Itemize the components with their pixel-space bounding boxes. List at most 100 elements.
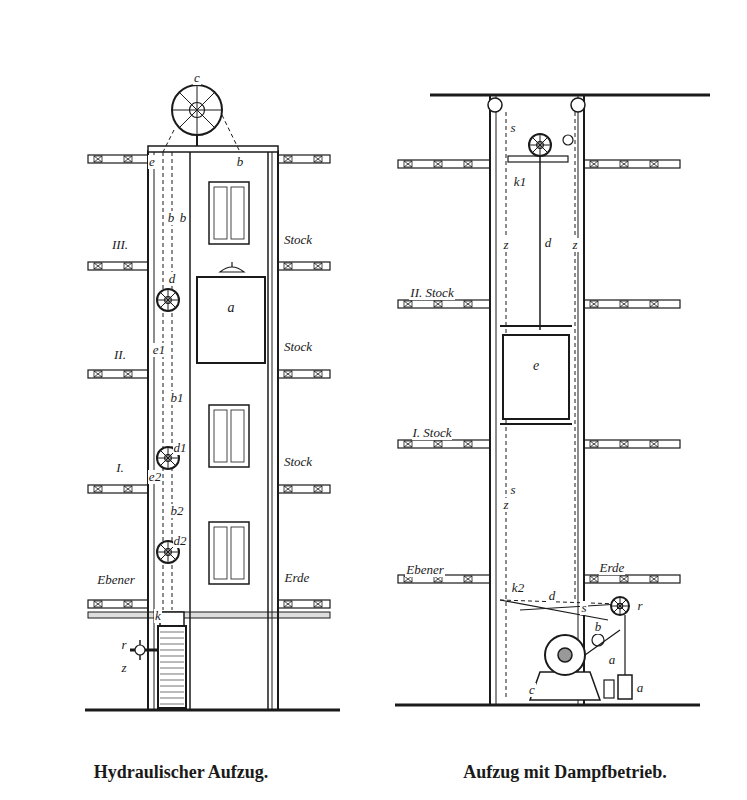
beam-joist [284, 371, 292, 377]
part-letter: s [509, 483, 516, 497]
floor-beam [278, 262, 330, 270]
part-letter: b [167, 211, 176, 225]
beam-joist [284, 156, 292, 162]
beam-joist [94, 263, 102, 269]
cylinder-hatch [160, 638, 184, 639]
beam-joist [124, 156, 132, 162]
beam-joist [464, 441, 472, 447]
beam-joist [314, 486, 322, 492]
cylinder-hatch [160, 632, 184, 633]
beam-joist [314, 486, 322, 492]
beam-joist [590, 301, 598, 307]
car-frame [500, 423, 572, 425]
beam-joist [284, 156, 292, 162]
floor-beam [278, 370, 330, 378]
beam-joist [404, 301, 412, 307]
drive-rope [520, 604, 620, 610]
beam-joist [94, 601, 102, 607]
cylinder-hatch [160, 704, 184, 705]
beam-joist [284, 371, 292, 377]
floor-label: Ebener [405, 563, 445, 577]
floor-beam [88, 600, 148, 608]
beam-joist [404, 441, 412, 447]
brake-weight [563, 135, 573, 145]
part-letter: d [548, 589, 557, 603]
cylinder-hatch [160, 686, 184, 687]
beam-joist [590, 576, 598, 582]
cylinder-hatch [160, 656, 184, 657]
car-letter: e [504, 358, 568, 374]
beam-joist [124, 486, 132, 492]
beam-joist [124, 156, 132, 162]
wheel-spoke [179, 92, 214, 127]
floor-beam [88, 262, 148, 270]
part-letter: z [571, 238, 578, 252]
wheel-spoke [614, 600, 627, 613]
structure-line [196, 135, 198, 146]
beam-joist [284, 156, 292, 162]
beam-joist [590, 301, 598, 307]
floor-beam [88, 370, 148, 378]
part-letter: c [528, 683, 536, 697]
beam-joist [590, 161, 598, 167]
part-letter: s [509, 121, 516, 135]
cylinder-hatch [160, 680, 184, 681]
beam-joist [650, 576, 658, 582]
beam-joist [314, 486, 322, 492]
structure-line [154, 150, 155, 710]
structure-line [272, 150, 273, 710]
structure-line [496, 95, 497, 705]
floor-label: III. [111, 238, 129, 252]
beam-joist [124, 486, 132, 492]
beam-joist [650, 301, 658, 307]
floor-beam [584, 575, 680, 583]
car-letter: a [198, 300, 264, 316]
part-letter: a [636, 681, 645, 695]
beam-joist [284, 601, 292, 607]
beam-joist [650, 161, 658, 167]
beam-joist [434, 301, 442, 307]
top-frame [148, 146, 278, 152]
ceiling-line [430, 94, 710, 97]
door-panel [214, 527, 227, 579]
steam-engine-wheel [545, 635, 585, 675]
part-letter: r [120, 638, 127, 652]
beam-joist [94, 371, 102, 377]
beam-joist [284, 263, 292, 269]
beam-joist [284, 486, 292, 492]
beam-joist [590, 576, 598, 582]
door [209, 182, 249, 244]
beam-joist [620, 301, 628, 307]
beam-joist [464, 161, 472, 167]
floor-beam [88, 155, 148, 163]
beam-joist [94, 371, 102, 377]
car-frame [500, 325, 572, 327]
beam-joist [94, 156, 102, 162]
floor-beam [584, 440, 680, 448]
floor-beam [584, 160, 680, 168]
floor-label: Stock [283, 233, 313, 247]
beam-joist [464, 161, 472, 167]
wheel-spoke [160, 292, 176, 308]
beam-joist [314, 601, 322, 607]
beam-joist [94, 263, 102, 269]
beam-joist [404, 441, 412, 447]
drive-rope [500, 600, 608, 620]
part-letter: s [580, 601, 587, 615]
door-panel [214, 410, 227, 462]
door [209, 405, 249, 467]
beam-joist [94, 601, 102, 607]
beam-joist [94, 263, 102, 269]
beam-joist [650, 576, 658, 582]
engine-base [530, 672, 600, 700]
beam-joist [464, 161, 472, 167]
floor-beam [398, 300, 490, 308]
beam-joist [650, 441, 658, 447]
beam-joist [620, 161, 628, 167]
floor-beam [278, 155, 330, 163]
top-frame [508, 156, 568, 162]
part-letter: b [236, 155, 245, 169]
cylinder-hatch [160, 668, 184, 669]
part-letter: k2 [511, 581, 525, 595]
beam-joist [314, 156, 322, 162]
